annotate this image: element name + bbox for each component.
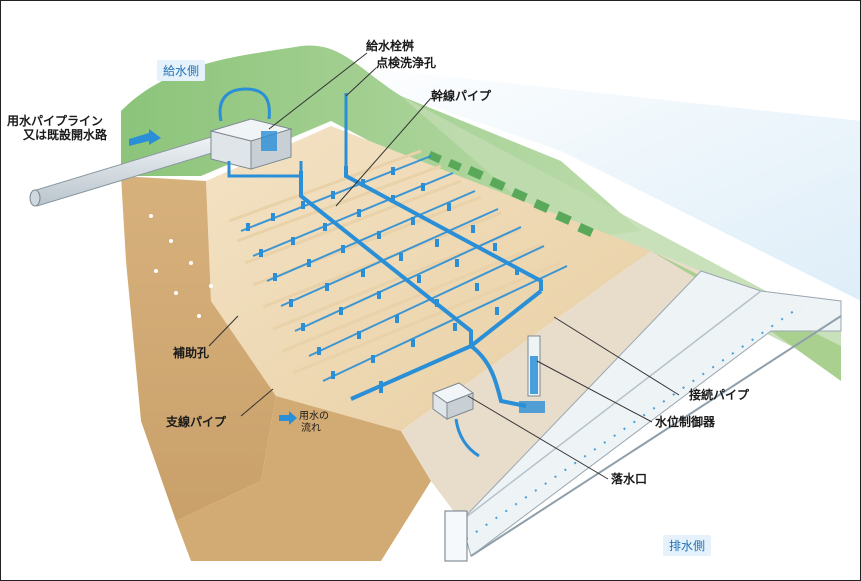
soil-side-left: [121, 176, 276, 521]
supply-side-badge: 給水側: [157, 60, 206, 81]
flow-legend-arrow: [279, 411, 297, 425]
water-controller-label: 水位制御器: [655, 415, 716, 429]
flow-legend-line2: 流れ: [301, 423, 321, 434]
inspection-hole-label: 点検洗浄孔: [376, 56, 437, 70]
outlet-box: [431, 382, 480, 458]
outlet-label: 落水口: [611, 472, 648, 486]
soil-front: [176, 396, 431, 561]
leader-lines: [208, 52, 680, 480]
paddy-blocks: [427, 150, 594, 237]
supply-valve-box: [209, 87, 303, 178]
pipeline-label-line1: 用水パイプライン: [7, 114, 104, 128]
drain-side-badge: 排水側: [663, 535, 712, 556]
main-pipe-network: [299, 166, 543, 408]
pipeline-label-line2: 又は既設開水路: [23, 128, 108, 142]
aux-holes: [149, 214, 213, 318]
supply-valve-label: 給水栓桝: [366, 39, 415, 53]
drain-channel-end: [444, 510, 468, 562]
supply-arrow: [129, 129, 161, 146]
connection-pipe-label: 接続パイプ: [689, 388, 750, 402]
flow-legend-line1: 用水の: [299, 411, 329, 422]
water-level-controller: [519, 335, 545, 413]
main-pipe-label: 幹線パイプ: [431, 89, 492, 103]
aux-hole-label: 補助孔: [173, 346, 210, 360]
sky-wash: [301, 61, 860, 301]
branch-pipe-label: 支線パイプ: [166, 415, 227, 429]
flow-arrow-markers: [246, 167, 519, 379]
